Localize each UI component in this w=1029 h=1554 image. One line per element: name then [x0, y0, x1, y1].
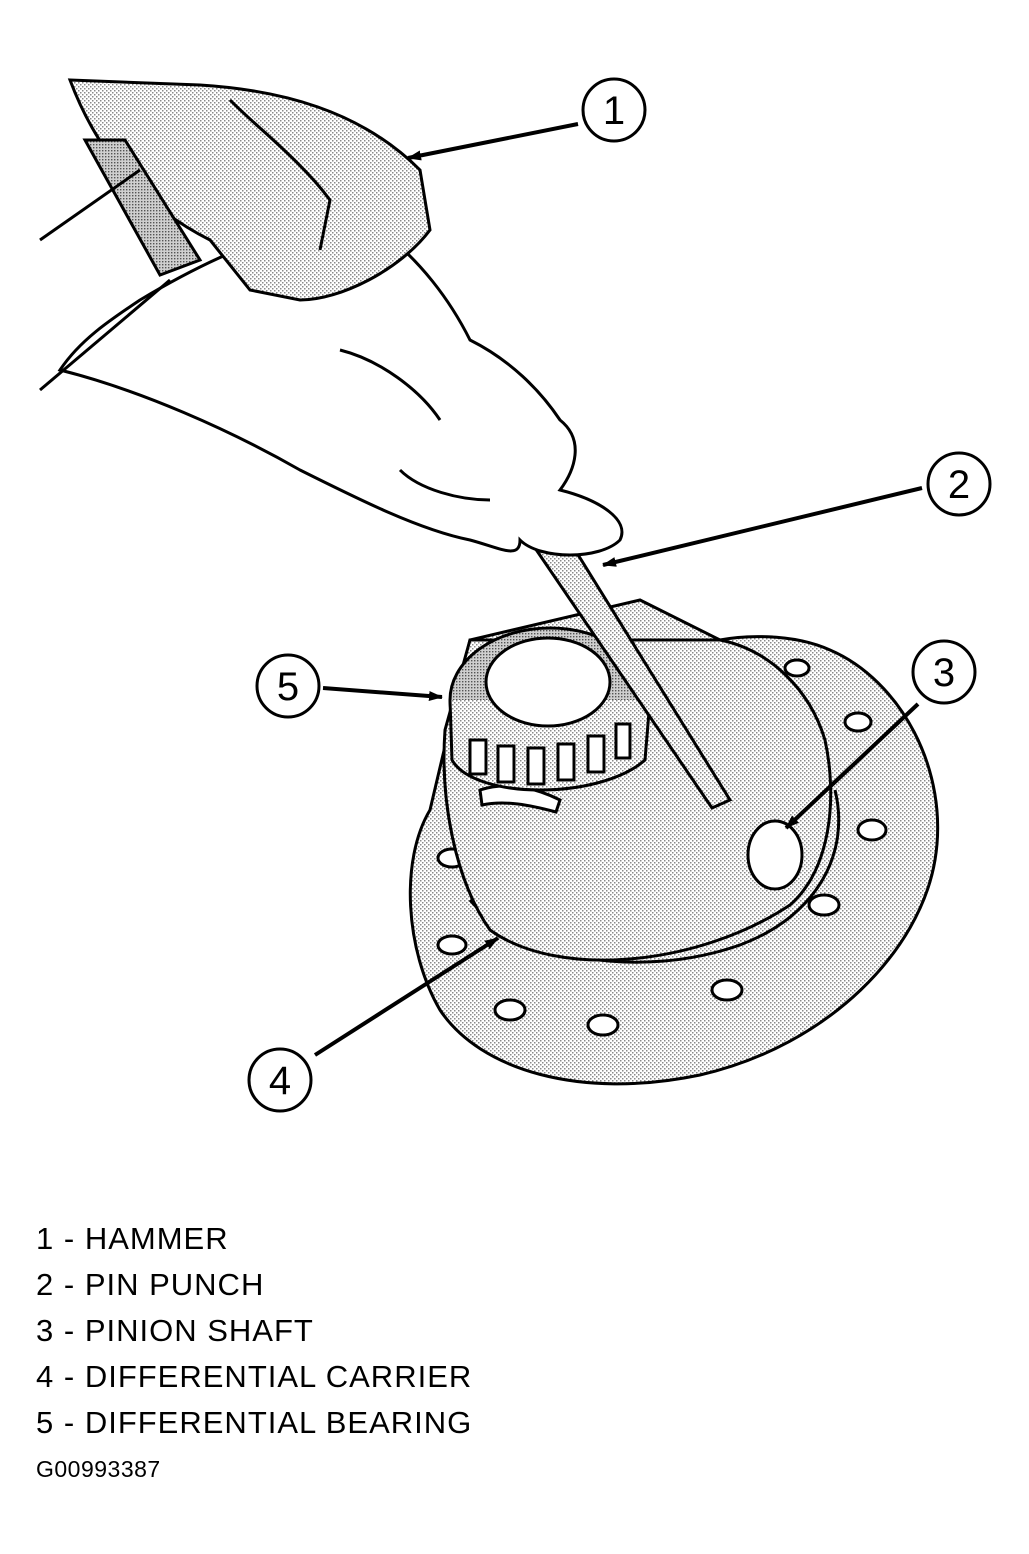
leader-line-4 — [313, 936, 500, 1057]
svg-text:5: 5 — [277, 665, 299, 709]
callout-5: 5 — [255, 653, 321, 719]
legend-item: 4 - DIFFERENTIAL CARRIER — [36, 1359, 473, 1394]
leader-line-5 — [322, 686, 443, 702]
callout-1: 1 — [581, 77, 647, 143]
legend-item: 1 - HAMMER — [36, 1221, 229, 1256]
callout-2: 2 — [926, 451, 992, 517]
callout-4: 4 — [247, 1047, 313, 1113]
figure-id: G00993387 — [36, 1456, 161, 1482]
leader-lines — [313, 122, 923, 1057]
differential-bearing — [448, 626, 652, 792]
hammer — [39, 78, 432, 392]
svg-text:2: 2 — [948, 463, 970, 507]
svg-text:3: 3 — [933, 651, 955, 695]
differential-illustration: 1 2 3 4 5 — [39, 77, 992, 1113]
legend-item: 5 - DIFFERENTIAL BEARING — [36, 1405, 473, 1440]
svg-text:4: 4 — [269, 1059, 291, 1103]
leader-line-1 — [407, 122, 579, 161]
leader-line-3 — [784, 702, 920, 830]
leader-line-2 — [602, 486, 923, 567]
legend-item: 2 - PIN PUNCH — [36, 1267, 265, 1302]
legend-item: 3 - PINION SHAFT — [36, 1313, 314, 1348]
svg-text:1: 1 — [603, 89, 625, 133]
callout-3: 3 — [911, 639, 977, 705]
legend: 1 - HAMMER 2 - PIN PUNCH 3 - PINION SHAF… — [36, 1216, 472, 1446]
